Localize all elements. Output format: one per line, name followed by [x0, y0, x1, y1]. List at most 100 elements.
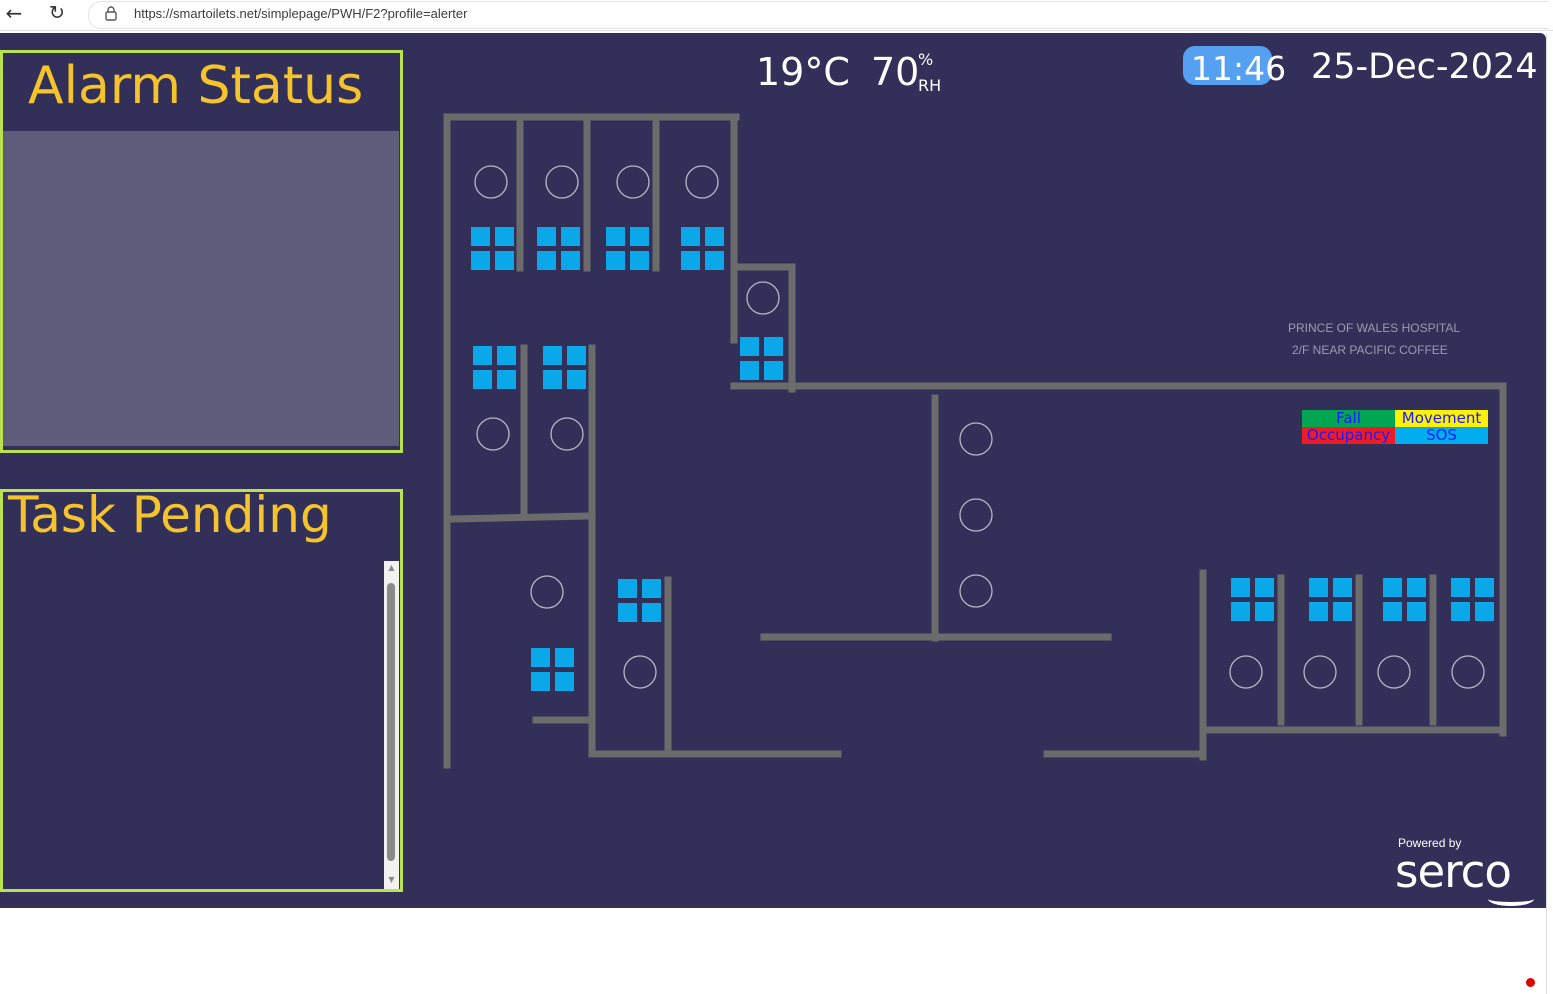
- toilet-icon: [1303, 655, 1337, 689]
- sensor-grids: [471, 227, 1494, 691]
- sensor-cell: [630, 251, 649, 270]
- humidity-unit-rh: RH: [918, 76, 942, 95]
- task-list-scrollbar[interactable]: ▲ ▼: [384, 561, 399, 889]
- sensor-cell: [567, 346, 586, 365]
- toilet-icon: [685, 165, 719, 199]
- sensor-cell: [543, 370, 562, 389]
- sensor-cell: [531, 648, 550, 667]
- toilet-icon: [550, 417, 584, 451]
- recording-indicator: [1526, 978, 1535, 987]
- legend-sos: SOS: [1395, 427, 1488, 444]
- legend-occupancy: Occupancy: [1302, 427, 1395, 444]
- toilet-icon: [474, 165, 508, 199]
- sensor-grid-icon[interactable]: [1383, 578, 1426, 621]
- sensor-cell: [555, 672, 574, 691]
- legend-fall-label: Fall: [1336, 409, 1361, 427]
- clock-date: 25-Dec-2024: [1311, 47, 1538, 87]
- scroll-thumb[interactable]: [387, 583, 395, 861]
- humidity-reading: 70: [871, 50, 920, 94]
- sensor-cell: [642, 603, 661, 622]
- toilet-icon: [959, 498, 993, 532]
- sensor-cell: [1475, 578, 1494, 597]
- address-bar[interactable]: [88, 1, 1549, 29]
- powered-by-text: Powered by: [1398, 836, 1462, 850]
- serco-logo-swoosh: [1488, 892, 1534, 906]
- sensor-grid-icon[interactable]: [606, 227, 649, 270]
- sensor-cell: [1383, 602, 1402, 621]
- sensor-grid-icon[interactable]: [473, 346, 516, 389]
- alarm-status-title: Alarm Status: [28, 56, 364, 116]
- toilet-icon: [476, 417, 510, 451]
- sensor-grid-icon[interactable]: [531, 648, 574, 691]
- sensor-grid-icon[interactable]: [740, 337, 783, 380]
- sensor-cell: [606, 251, 625, 270]
- legend-movement: Movement: [1395, 410, 1488, 427]
- toilet-circles: [474, 165, 1485, 689]
- sensor-cell: [705, 227, 724, 246]
- floor-plan-walls: [443, 113, 1507, 769]
- sensor-cell: [1231, 602, 1250, 621]
- sensor-cell: [1255, 578, 1274, 597]
- sensor-grid-icon[interactable]: [1451, 578, 1494, 621]
- sensor-cell: [1407, 602, 1426, 621]
- back-arrow-icon[interactable]: ←: [5, 1, 23, 25]
- toilet-icon: [959, 574, 993, 608]
- sensor-cell: [1475, 602, 1494, 621]
- sensor-cell: [555, 648, 574, 667]
- sensor-cell: [764, 361, 783, 380]
- sensor-cell: [1231, 578, 1250, 597]
- url-path: /simplepage/PWH/F2?profile=alerter: [257, 6, 468, 21]
- sensor-cell: [681, 227, 700, 246]
- sensor-grid-icon[interactable]: [1309, 578, 1352, 621]
- toilet-icon: [1377, 655, 1411, 689]
- sensor-cell: [1309, 578, 1328, 597]
- sensor-cell: [497, 346, 516, 365]
- legend-movement-label: Movement: [1401, 409, 1482, 427]
- sensor-cell: [618, 603, 637, 622]
- sensor-cell: [497, 370, 516, 389]
- sensor-cell: [705, 251, 724, 270]
- url-domain: https://smartoilets.net: [134, 6, 258, 21]
- sensor-cell: [537, 227, 556, 246]
- toilet-icon: [623, 655, 657, 689]
- sensor-cell: [567, 370, 586, 389]
- sensor-grid-icon[interactable]: [471, 227, 514, 270]
- sensor-cell: [764, 337, 783, 356]
- sensor-grid-icon[interactable]: [681, 227, 724, 270]
- scroll-down-arrow-icon[interactable]: ▼: [388, 875, 395, 884]
- serco-logo: serco: [1395, 845, 1512, 898]
- sensor-cell: [495, 251, 514, 270]
- lock-icon[interactable]: [104, 5, 118, 21]
- reload-icon[interactable]: ↻: [49, 2, 65, 24]
- sensor-cell: [606, 227, 625, 246]
- time-badge: [1183, 46, 1272, 85]
- sensor-cell: [740, 337, 759, 356]
- legend-sos-label: SOS: [1426, 426, 1457, 444]
- toilet-icon: [959, 422, 993, 456]
- toilet-icon: [616, 165, 650, 199]
- scroll-up-arrow-icon[interactable]: ▲: [388, 563, 395, 572]
- sensor-cell: [681, 251, 700, 270]
- sensor-cell: [1255, 602, 1274, 621]
- sensor-cell: [642, 579, 661, 598]
- sensor-cell: [561, 251, 580, 270]
- toilet-icon: [1229, 655, 1263, 689]
- sensor-cell: [1333, 578, 1352, 597]
- sensor-grid-icon[interactable]: [1231, 578, 1274, 621]
- site-location: 2/F NEAR PACIFIC COFFEE: [1292, 343, 1448, 357]
- sensor-cell: [471, 227, 490, 246]
- sensor-cell: [618, 579, 637, 598]
- sensor-cell: [1407, 578, 1426, 597]
- toilet-icon: [1451, 655, 1485, 689]
- task-pending-title: Task Pending: [8, 486, 332, 544]
- sensor-grid-icon[interactable]: [543, 346, 586, 389]
- sensor-grid-icon[interactable]: [537, 227, 580, 270]
- legend-fall: Fall: [1302, 410, 1395, 427]
- sensor-cell: [1383, 578, 1402, 597]
- url-text[interactable]: https://smartoilets.net/simplepage/PWH/F…: [134, 6, 467, 21]
- sensor-cell: [495, 227, 514, 246]
- sensor-cell: [471, 251, 490, 270]
- sensor-cell: [1451, 602, 1470, 621]
- sensor-grid-icon[interactable]: [618, 579, 661, 622]
